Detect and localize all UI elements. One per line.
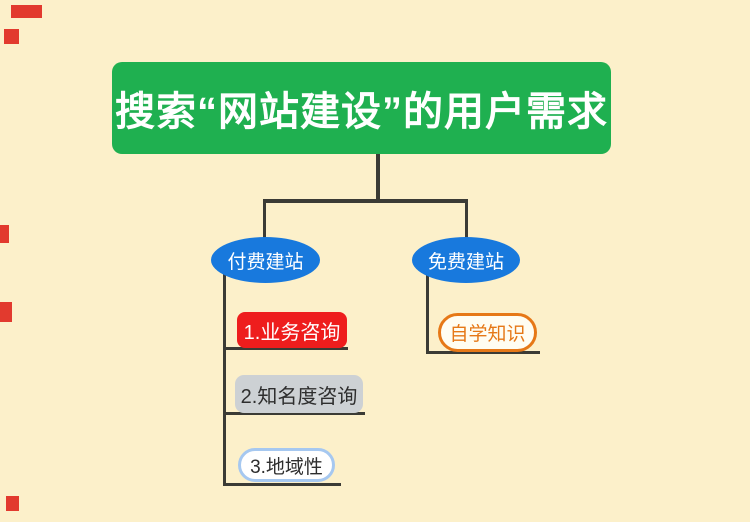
red-mark-decoration	[11, 5, 42, 18]
connector-free-branch	[426, 351, 540, 354]
red-mark-decoration	[0, 225, 9, 243]
red-mark-decoration	[4, 29, 19, 44]
red-mark-decoration	[6, 496, 19, 511]
connector-paid-branch-2	[223, 412, 365, 415]
child-node-business-consulting: 1.业务咨询	[237, 312, 347, 348]
connector-main-horizontal	[263, 199, 468, 203]
connector-paid-trunk	[223, 272, 226, 486]
red-mark-decoration	[0, 302, 12, 322]
child-node-reputation-consulting: 2.知名度咨询	[235, 375, 363, 413]
connector-free-trunk	[426, 272, 429, 354]
child-node-self-learning: 自学知识	[438, 313, 537, 352]
branch-node-paid-website: 付费建站	[211, 237, 320, 283]
root-node-title: 搜索“网站建设”的用户需求	[112, 62, 611, 154]
connector-right-drop	[465, 199, 468, 238]
connector-root-vertical	[376, 153, 380, 203]
child-node-regional: 3.地域性	[238, 448, 335, 482]
connector-left-drop	[263, 199, 266, 238]
branch-node-free-website: 免费建站	[412, 237, 520, 283]
connector-paid-branch-1	[223, 347, 348, 350]
connector-paid-branch-3	[223, 483, 341, 486]
